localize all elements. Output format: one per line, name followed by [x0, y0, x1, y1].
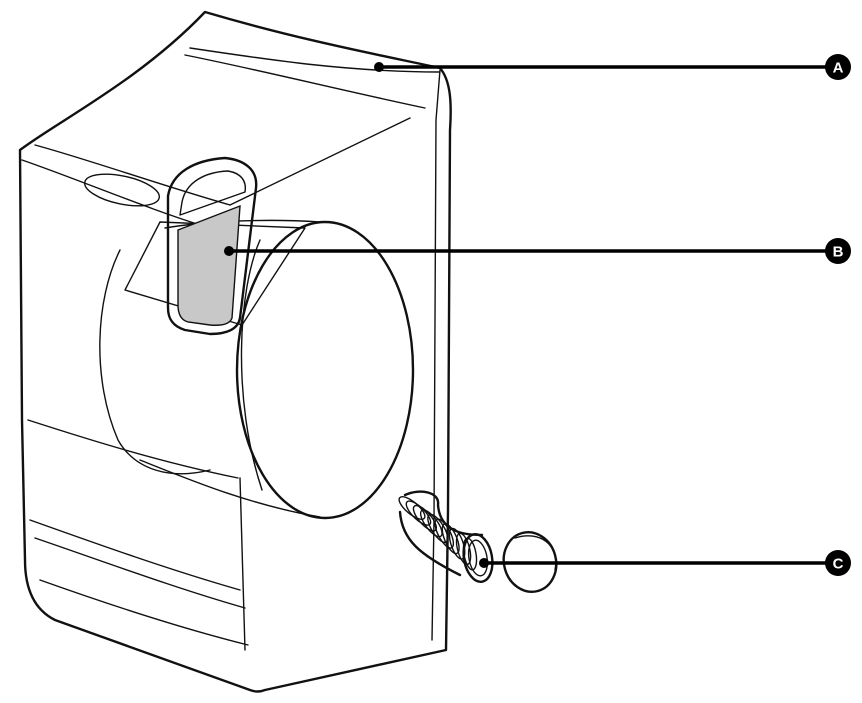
callout-a: A — [374, 54, 851, 80]
callout-b-badge — [825, 238, 851, 264]
callout-a-label: A — [833, 60, 844, 77]
exhaust-cap-rim — [514, 535, 557, 571]
lid-edge — [184, 54, 426, 109]
hose-rib — [448, 527, 466, 560]
rear-edge — [431, 69, 441, 641]
hose-end-inner — [467, 539, 489, 577]
dryer-cabinet — [18, 10, 452, 693]
hose-end — [462, 533, 494, 583]
control-knob — [84, 173, 160, 207]
hose-outline-bottom — [398, 510, 462, 577]
hose-outline-top — [403, 490, 484, 537]
callout-c-label: C — [833, 556, 844, 573]
callout-a-badge — [825, 54, 851, 80]
callout-b-label: B — [833, 244, 844, 261]
cabinet-outline — [18, 10, 452, 693]
door-bottom-edge — [139, 459, 321, 518]
lint-filter-assembly — [124, 156, 306, 336]
callout-c: C — [479, 550, 851, 576]
door-inner-arc — [240, 239, 263, 491]
kick-panel-bottom — [39, 579, 249, 646]
front-vertical-edge — [239, 477, 246, 651]
lid-back — [189, 47, 441, 73]
vent-hose — [398, 490, 558, 593]
hose-rib — [441, 523, 460, 555]
console-top-line — [34, 144, 231, 206]
dryer-door — [99, 219, 415, 520]
lower-panel-top — [27, 419, 239, 479]
door-rim — [99, 249, 211, 475]
door-front — [235, 220, 415, 520]
hose-ribs — [398, 496, 478, 571]
kick-panel-line-1 — [34, 537, 246, 609]
lint-filter-frame — [166, 156, 258, 336]
callout-c-badge — [825, 550, 851, 576]
lint-filter-screen — [177, 204, 241, 326]
lint-filter-handle-inner — [179, 170, 247, 216]
console-diagonal — [229, 117, 411, 206]
top-front-edge — [21, 159, 211, 229]
kick-panel-top — [29, 519, 241, 591]
callout-b: B — [224, 238, 851, 264]
